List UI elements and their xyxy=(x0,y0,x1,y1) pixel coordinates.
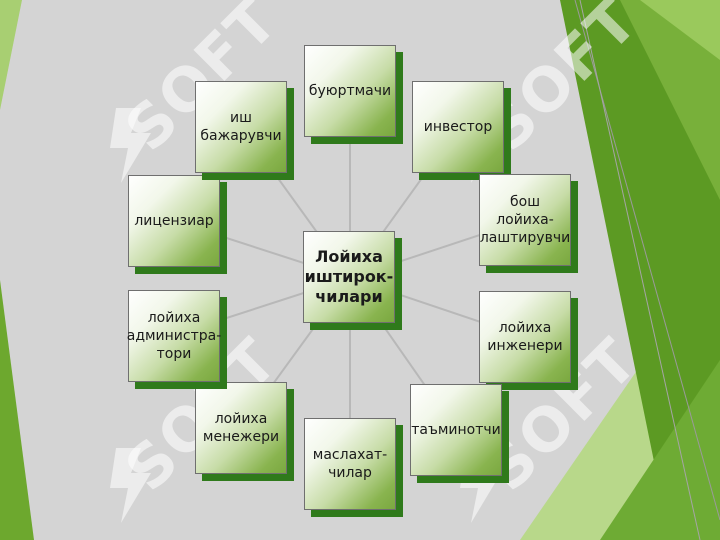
node-investor: инвестор xyxy=(412,81,504,173)
center-node-label: Лойиха иштирок- чилари xyxy=(304,247,394,306)
center-node: Лойиха иштирок- чилари xyxy=(303,231,395,323)
watermark-logo-icon xyxy=(110,448,151,523)
watermark-logo-icon xyxy=(110,108,151,183)
node-label: лойиха менежери xyxy=(202,411,280,445)
node-label: иш бажарувчи xyxy=(200,110,282,144)
deco-facet-light-top xyxy=(640,0,720,60)
node-loyiha-menejeri: лойиха менежери xyxy=(195,382,287,474)
node-bosh-loyihalashtiruvchi: бош лойиха- лаштирувчи xyxy=(479,174,571,266)
node-loyiha-administratori: лойиха администра- тори xyxy=(126,290,222,382)
node-taminotchi: таъминотчи xyxy=(410,384,502,476)
node-litsenziar: лицензиар xyxy=(128,175,220,267)
node-label: таъминотчи xyxy=(411,422,501,438)
node-buyurtmachi: буюртмачи xyxy=(304,45,396,137)
node-label: лицензиар xyxy=(134,213,214,229)
deco-facet-left-bottom xyxy=(0,280,34,540)
deco-facet-mid-right xyxy=(620,0,720,200)
node-maslahatchilar: маслахат- чилар xyxy=(304,418,396,510)
node-label: бош лойиха- лаштирувчи xyxy=(479,194,571,246)
node-label: лойиха инженери xyxy=(487,320,563,354)
node-ish-bajaruvchi: иш бажарувчи xyxy=(195,81,287,173)
node-label: буюртмачи xyxy=(308,83,392,99)
deco-line xyxy=(579,0,701,540)
node-label: маслахат- чилар xyxy=(312,447,388,481)
node-loyiha-injeneri: лойиха инженери xyxy=(479,291,571,383)
deco-facet-left-top xyxy=(0,0,22,110)
node-label: инвестор xyxy=(423,119,493,135)
node-label: лойиха администра- тори xyxy=(126,310,222,362)
